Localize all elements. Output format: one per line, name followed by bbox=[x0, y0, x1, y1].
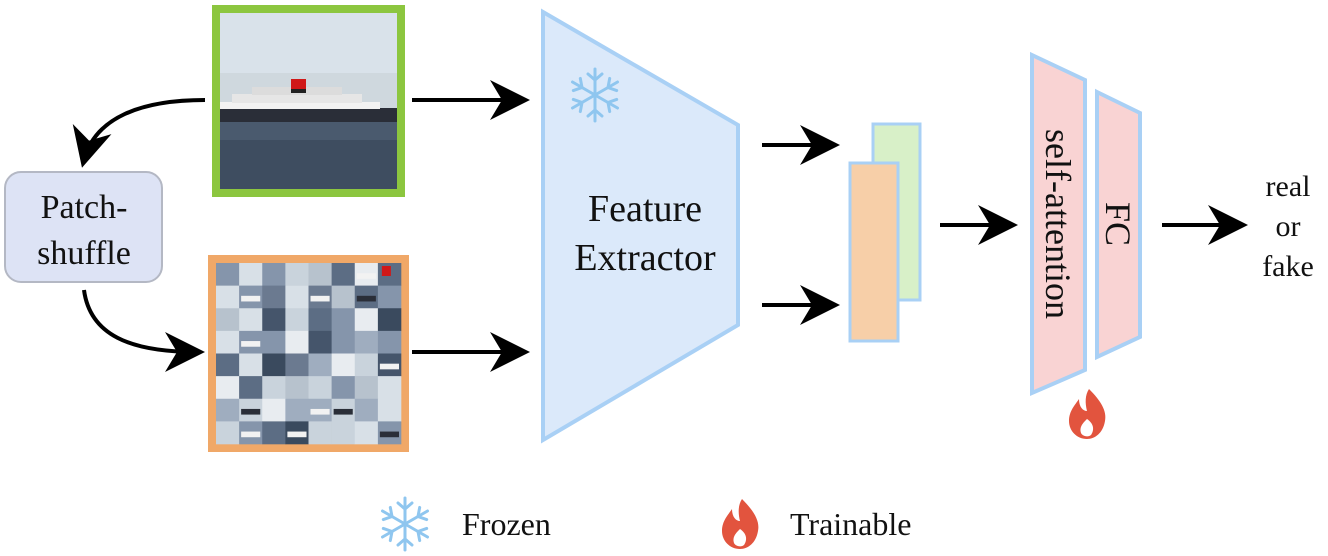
shuffled-patch-detail bbox=[241, 431, 261, 438]
feature-extractor-line2: Extractor bbox=[574, 237, 716, 279]
shuffled-patch-detail bbox=[333, 408, 353, 415]
shuffled-patch bbox=[239, 376, 263, 400]
shuffled-patch bbox=[239, 308, 263, 332]
patch-shuffle-line1: Patch- bbox=[41, 189, 128, 226]
shuffled-patch bbox=[354, 398, 379, 422]
shuffled-patch bbox=[354, 308, 379, 332]
shuffled-patch bbox=[331, 285, 356, 309]
shuffled-patch-detail bbox=[241, 341, 261, 347]
shuffled-patch bbox=[331, 263, 356, 286]
output-label: real or fake bbox=[1262, 170, 1314, 283]
shuffled-patch bbox=[354, 421, 379, 445]
shuffled-patch bbox=[377, 330, 402, 354]
shuffled-patch bbox=[216, 398, 240, 422]
shuffled-patch bbox=[285, 263, 309, 286]
shuffled-patch bbox=[262, 376, 286, 400]
shuffled-patch bbox=[308, 376, 332, 400]
shuffled-image bbox=[208, 255, 409, 452]
self-attention-label: self-attention bbox=[1038, 129, 1078, 319]
curve-arrow-from-shuffle bbox=[82, 289, 205, 372]
shuffled-patch-funnel bbox=[381, 266, 391, 276]
shuffled-patch bbox=[262, 308, 286, 332]
shuffled-patches bbox=[216, 263, 402, 445]
self-attention-block: self-attention bbox=[1030, 51, 1087, 397]
snowflake-icon bbox=[377, 496, 433, 552]
shuffled-patch bbox=[331, 421, 356, 445]
curve-arrow-to-shuffle bbox=[72, 98, 206, 168]
shuffled-patch bbox=[262, 398, 286, 422]
shuffled-patch bbox=[216, 376, 240, 400]
shuffled-patch-detail bbox=[379, 363, 400, 370]
shuffled-patch bbox=[331, 330, 356, 354]
shuffled-patch bbox=[377, 308, 402, 332]
flame-icon bbox=[722, 499, 759, 549]
shuffled-patch-detail bbox=[241, 295, 261, 302]
feature-map-shuffled bbox=[848, 161, 900, 343]
shuffled-patch bbox=[354, 376, 379, 400]
feature-maps bbox=[848, 122, 922, 343]
shuffled-patch bbox=[308, 421, 332, 445]
shuffled-patch-detail bbox=[379, 431, 400, 438]
shuffled-patch bbox=[216, 285, 240, 309]
shuffled-patch bbox=[285, 330, 309, 354]
shuffled-patch bbox=[216, 308, 240, 332]
shuffled-patch bbox=[239, 263, 263, 286]
flame-icon bbox=[1069, 389, 1106, 439]
shuffled-patch bbox=[308, 263, 332, 286]
fc-block: FC bbox=[1095, 88, 1142, 361]
shuffled-patch bbox=[377, 376, 402, 400]
shuffled-patch bbox=[331, 353, 356, 377]
shuffled-patch bbox=[354, 353, 379, 377]
shuffled-patch-detail bbox=[310, 408, 330, 415]
legend: Frozen Trainable bbox=[377, 496, 911, 552]
shuffled-patch-detail bbox=[287, 431, 307, 438]
shuffled-patch-detail bbox=[356, 273, 376, 279]
feature-extractor: Feature Extractor bbox=[541, 8, 740, 444]
shuffled-patch bbox=[285, 398, 309, 422]
legend-trainable-label: Trainable bbox=[790, 506, 911, 542]
shuffled-patch bbox=[285, 285, 309, 309]
shuffled-patch bbox=[308, 308, 332, 332]
ship bbox=[220, 79, 397, 122]
shuffled-patch bbox=[331, 376, 356, 400]
real-image bbox=[212, 5, 405, 197]
patch-shuffle-line2: shuffle bbox=[37, 235, 131, 272]
shuffled-patch bbox=[262, 353, 286, 377]
feature-extractor-line1: Feature bbox=[588, 188, 702, 230]
fc-label: FC bbox=[1098, 202, 1138, 246]
shuffled-patch bbox=[308, 330, 332, 354]
shuffled-patch bbox=[262, 330, 286, 354]
shuffled-patch bbox=[285, 308, 309, 332]
shuffled-patch bbox=[239, 353, 263, 377]
shuffled-patch bbox=[285, 353, 309, 377]
output-real: real bbox=[1266, 170, 1311, 203]
shuffled-patch bbox=[216, 330, 240, 354]
shuffled-patch-detail bbox=[241, 408, 261, 415]
shuffled-patch bbox=[285, 376, 309, 400]
shuffled-patch bbox=[331, 308, 356, 332]
shuffled-patch bbox=[216, 263, 240, 286]
shuffled-patch-detail bbox=[356, 295, 376, 302]
shuffled-patch-detail bbox=[310, 295, 330, 302]
output-fake: fake bbox=[1262, 250, 1314, 283]
shuffled-patch bbox=[262, 263, 286, 286]
shuffled-patch bbox=[216, 353, 240, 377]
shuffled-patch bbox=[262, 421, 286, 445]
shuffled-patch bbox=[262, 285, 286, 309]
shuffled-patch bbox=[377, 398, 402, 422]
shuffled-patch bbox=[377, 285, 402, 309]
legend-frozen-label: Frozen bbox=[462, 506, 551, 542]
patch-shuffle-box: Patch- shuffle bbox=[4, 171, 163, 283]
shuffled-patch bbox=[354, 330, 379, 354]
shuffled-patch bbox=[216, 421, 240, 445]
output-or: or bbox=[1276, 210, 1301, 243]
shuffled-patch bbox=[308, 353, 332, 377]
